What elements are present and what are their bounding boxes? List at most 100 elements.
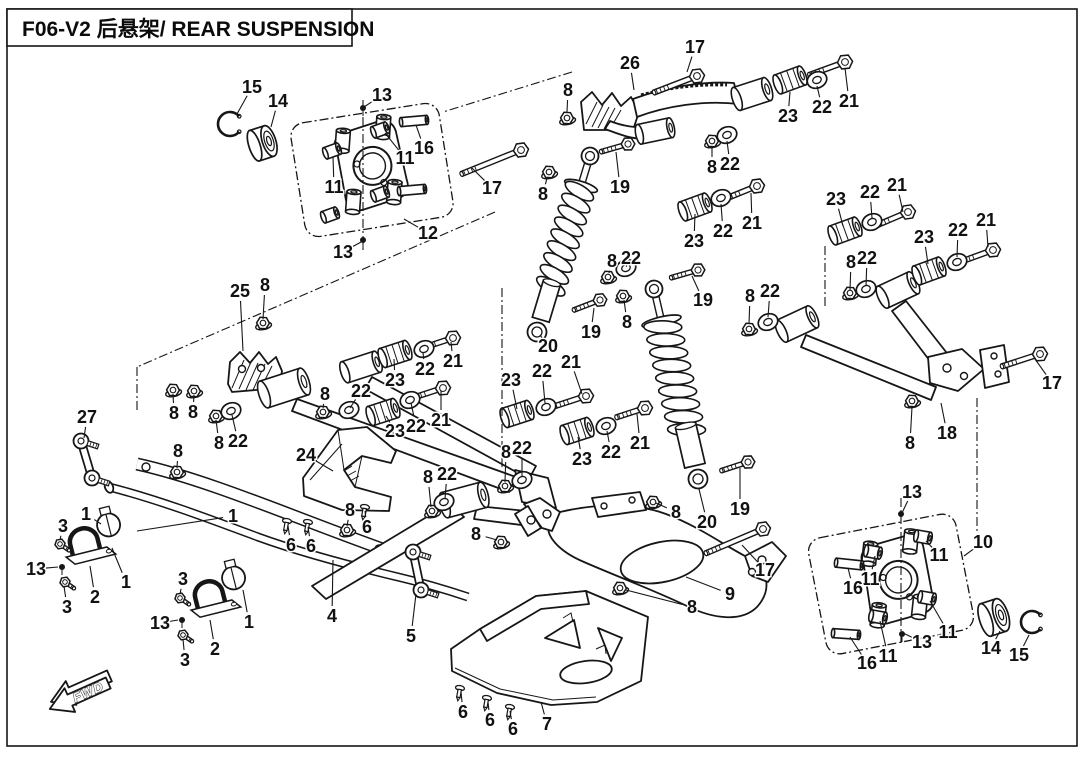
long-bolt-part [651, 68, 706, 96]
callout-leader-line [591, 307, 595, 323]
callout-leader-line [924, 246, 929, 265]
callout-number: 27 [77, 407, 97, 427]
callout-number: 15 [1009, 645, 1029, 665]
callout-leader-line [623, 299, 627, 313]
callout-number: 21 [742, 213, 762, 233]
callout-number: 23 [826, 189, 846, 209]
arm-bushing-tube [875, 270, 921, 310]
nut-part [842, 286, 860, 301]
callout-leader-line [239, 300, 244, 352]
callout-number: 16 [414, 138, 434, 158]
callout-number: 17 [755, 560, 775, 580]
callout-leader-line [504, 461, 507, 483]
callout-number: 22 [857, 248, 877, 268]
callout-number: 8 [846, 252, 856, 272]
callout-leader-line [349, 399, 357, 409]
push-pin-part [454, 684, 466, 703]
callout-leader-line [995, 630, 1001, 640]
callout-leader-line [986, 229, 989, 248]
callout-number: 21 [887, 175, 907, 195]
small-bushing-part [319, 205, 341, 225]
bushing-part [827, 216, 863, 246]
washer-part [433, 492, 455, 512]
washer-part [413, 339, 435, 359]
callout-number: 5 [406, 626, 416, 646]
callout-leader-line [215, 419, 219, 434]
callout-leader-line [741, 544, 759, 564]
bushing-part [772, 65, 808, 95]
callout-leader-line [693, 213, 696, 232]
short-bolt-part [571, 293, 608, 314]
long-bolt-part [459, 142, 530, 178]
callout-number: 23 [385, 421, 405, 441]
callout-number: 22 [720, 154, 740, 174]
nut-part [645, 495, 663, 510]
callout-leader-line [111, 547, 123, 573]
callout-number: 6 [306, 536, 316, 556]
callout-number: 8 [707, 157, 717, 177]
callout-number: 11 [878, 646, 897, 666]
callout-leader-line [314, 459, 334, 472]
sleeve-pin-part [398, 114, 430, 128]
callout-number: 22 [601, 442, 621, 462]
callout-leader-line [270, 110, 276, 128]
callout-number: 22 [860, 182, 880, 202]
nut-part [493, 535, 511, 550]
callout-leader-line [655, 502, 668, 509]
page-border [6, 8, 1078, 747]
callout-leader-line [209, 619, 214, 640]
callout-number: 21 [431, 410, 451, 430]
callout-leader-line [1034, 358, 1047, 376]
washer-part [716, 125, 738, 145]
push-pin-part [281, 517, 293, 536]
callout-number: 22 [512, 438, 532, 458]
callout-number: 22 [437, 464, 457, 484]
callout-number: 16 [843, 578, 863, 598]
callout-leader-line [45, 566, 59, 569]
center-reference-line [136, 211, 496, 368]
callout-number: 8 [905, 433, 915, 453]
callout-leader-line [630, 72, 635, 91]
page-title: F06-V2 后悬架/ REAR SUSPENSION [22, 18, 374, 41]
callout-leader-line [837, 208, 844, 227]
callout-leader-line [910, 406, 913, 434]
long-bolt-part [999, 346, 1049, 370]
stabilizer-link [72, 432, 111, 487]
callout-leader-line [471, 167, 486, 182]
callout-number: 23 [684, 231, 704, 251]
callout-leader-line [539, 334, 543, 339]
callout-leader-line [685, 576, 721, 591]
bushing-part [677, 192, 713, 222]
callout-number: 1 [244, 612, 254, 632]
callout-leader-line [844, 67, 849, 92]
washer-part [511, 470, 533, 490]
nut-part [165, 383, 183, 398]
shock-absorber [641, 279, 709, 490]
callout-leader-line [691, 275, 700, 292]
callout-number: 6 [485, 710, 495, 730]
callout-number: 21 [630, 433, 650, 453]
small-screw-part [174, 592, 192, 607]
callout-number: 17 [685, 37, 705, 57]
callout-number: 23 [914, 227, 934, 247]
washer-part [861, 212, 883, 232]
callout-number: 11 [395, 148, 414, 168]
callout-number: 23 [501, 370, 521, 390]
washer-part [946, 252, 968, 272]
callout-number: 11 [860, 569, 879, 589]
callout-leader-line [925, 540, 933, 549]
bushing-part [499, 399, 535, 429]
callout-number: 13 [150, 613, 170, 633]
callout-number: 17 [482, 178, 502, 198]
callout-number: 1 [81, 504, 91, 524]
callout-leader-line [625, 264, 628, 267]
washer-part [710, 188, 732, 208]
hardware-parts [54, 54, 1049, 722]
arm-bushing-tube [256, 367, 312, 409]
callout-leader-line [879, 620, 887, 647]
callout-leader-line [63, 585, 67, 598]
snap-ring-part [216, 110, 242, 138]
callout-number: 8 [169, 403, 179, 423]
